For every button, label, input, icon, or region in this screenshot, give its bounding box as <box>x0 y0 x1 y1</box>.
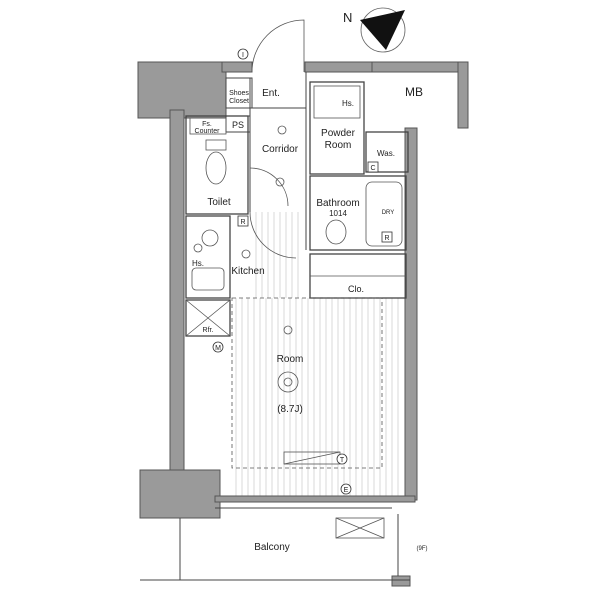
label-room: Room <box>277 354 304 365</box>
label-closet: Closet <box>229 98 249 105</box>
markers: I M R R C T E <box>212 48 393 495</box>
label-clo: Clo. <box>348 284 364 294</box>
svg-text:R: R <box>240 219 245 226</box>
svg-text:M: M <box>215 345 221 352</box>
label-ent: Ent. <box>262 88 280 99</box>
meter-marker-icon: M <box>212 341 224 353</box>
fixtures <box>205 125 347 465</box>
r-marker-1-icon: R <box>237 215 249 227</box>
label-bathroom-size: 1014 <box>329 209 347 218</box>
svg-text:R: R <box>384 235 389 242</box>
entrance-marker-icon: I <box>237 48 249 60</box>
svg-text:I: I <box>242 52 244 59</box>
label-hs-kitchen: Hs. <box>192 259 204 268</box>
e-marker-icon: E <box>340 483 352 495</box>
svg-text:C: C <box>370 165 375 172</box>
label-mb: MB <box>405 85 423 99</box>
label-powder-room: Room <box>325 140 352 151</box>
label-powder: Powder <box>321 128 356 139</box>
svg-text:E: E <box>344 487 349 494</box>
t-marker-icon: T <box>336 453 348 465</box>
label-hs-top: Hs. <box>342 99 354 108</box>
partitions <box>140 72 410 581</box>
svg-text:T: T <box>340 457 345 464</box>
doors <box>249 19 305 259</box>
label-fs: Fs. <box>202 121 212 128</box>
label-kitchen: Kitchen <box>231 266 264 277</box>
label-bathroom: Bathroom <box>316 198 359 209</box>
walls <box>137 61 469 587</box>
labels: Ent. Shoes Closet MB Hs. Powder Room Was… <box>192 85 428 553</box>
label-was: Was. <box>377 149 395 158</box>
label-rfr: Rfr. <box>203 327 214 334</box>
c-marker-icon: C <box>367 161 379 173</box>
label-toilet: Toilet <box>207 197 231 208</box>
label-room-size: (8.7J) <box>277 404 303 415</box>
label-counter: Counter <box>195 128 221 135</box>
label-dry: DRY <box>382 210 395 216</box>
label-balcony: Balcony <box>254 542 290 553</box>
label-corridor: Corridor <box>262 144 299 155</box>
compass-label: N <box>343 10 352 25</box>
label-ff: (9F) <box>417 546 428 552</box>
label-shoes: Shoes <box>229 90 249 97</box>
r-marker-2-icon: R <box>381 231 393 243</box>
compass-icon: N <box>343 7 406 53</box>
label-ps: PS <box>232 120 244 130</box>
